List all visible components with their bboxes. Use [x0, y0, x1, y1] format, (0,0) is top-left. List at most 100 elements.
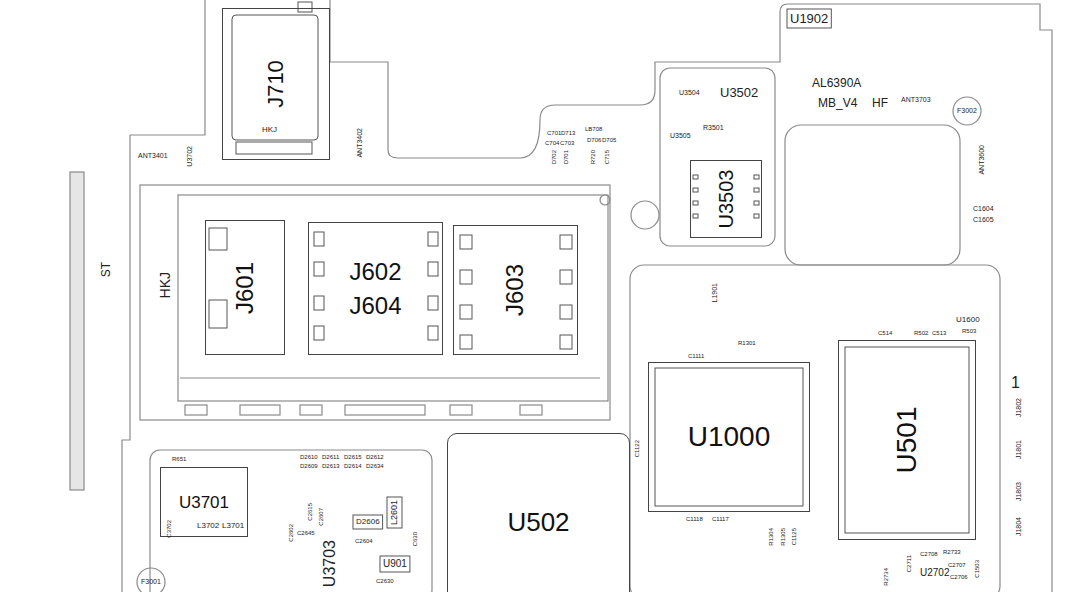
part-outline: [787, 9, 831, 28]
part-label: F3002: [957, 107, 977, 114]
part-label: C701: [547, 130, 561, 136]
part-label: D702: [551, 150, 557, 164]
part-label: ANT3703: [901, 96, 931, 103]
part-outline: [387, 497, 402, 528]
part-label: U901: [383, 559, 407, 569]
board-line: [428, 296, 438, 310]
board-line: [140, 185, 610, 420]
part-label: D2611: [322, 454, 339, 460]
part-label: R1305: [780, 528, 786, 546]
board-line: [314, 296, 324, 310]
board-line: [450, 405, 472, 415]
part-label: LB708: [585, 126, 602, 132]
component-outline: U502: [447, 433, 630, 592]
part-label: D2613: [322, 463, 340, 469]
board-line: [428, 326, 438, 340]
component-outline: U501: [838, 340, 976, 540]
part-label: D713: [561, 130, 575, 136]
board-line: [560, 270, 572, 284]
part-label: R720: [590, 150, 596, 164]
board-line: [693, 175, 698, 179]
board-line: [240, 405, 280, 415]
board-line: [180, 377, 600, 378]
board-line: [660, 68, 775, 246]
part-label: C1111: [688, 353, 704, 359]
part-outline: [353, 515, 383, 529]
part-label: C2607: [318, 508, 324, 526]
part-label: U1600: [956, 316, 980, 324]
component-outline: J710: [222, 8, 330, 160]
board-line: [560, 335, 572, 349]
board-line: [130, 0, 205, 135]
part-label: D2609: [300, 463, 318, 469]
component-outline: J601: [205, 220, 285, 355]
component-ref: J603: [503, 264, 527, 316]
board-line: [185, 405, 207, 415]
part-label: C630: [412, 532, 418, 546]
component-ref: U3503: [716, 170, 736, 229]
board-line: [693, 188, 698, 192]
part-label: ST: [100, 262, 112, 277]
part-label: C2602: [288, 524, 294, 542]
board-line: [560, 235, 572, 249]
part-label: L3702: [197, 522, 219, 530]
part-label: J1804: [1015, 517, 1022, 536]
board-line: [630, 265, 1000, 592]
part-label: C3702: [166, 520, 172, 538]
part-label: R2734: [883, 568, 889, 586]
board-line: [600, 195, 610, 205]
board-line: [754, 201, 759, 205]
component-ref: U3701: [179, 494, 229, 511]
part-label: R502: [914, 330, 928, 336]
component-ref: J601: [233, 261, 257, 313]
part-label: ANT3401: [138, 152, 168, 159]
component-outline: J603: [453, 225, 578, 355]
part-label: U1902: [790, 12, 828, 25]
part-label: R1301: [738, 340, 756, 346]
part-label: MB_V4: [818, 97, 857, 109]
board-line: [460, 270, 472, 284]
board-line: [232, 15, 318, 140]
part-label: HF: [872, 97, 888, 109]
board-line: [655, 368, 803, 506]
part-label: U3502: [720, 86, 758, 99]
board-line: [236, 142, 312, 154]
part-label: R503: [962, 328, 976, 334]
board-line: [845, 347, 969, 533]
board-line: [460, 335, 472, 349]
board-line: [314, 262, 324, 276]
component-ref: J602: [349, 260, 401, 284]
part-label: ANT3600: [978, 145, 985, 175]
board-line: [300, 405, 322, 415]
part-label: C2604: [355, 538, 373, 544]
part-label: D706: [587, 137, 601, 143]
part-label: HKJ: [158, 272, 172, 298]
board-line: [693, 214, 698, 218]
part-label: J1801: [1015, 440, 1022, 459]
part-label: C703: [560, 140, 574, 146]
part-label: C2711: [906, 555, 912, 572]
board-line: [460, 305, 472, 319]
component-ref: U502: [507, 509, 569, 535]
part-label: D2634: [366, 463, 384, 469]
part-label: C2630: [376, 578, 394, 584]
board-line: [345, 405, 425, 415]
part-label: R3501: [703, 124, 724, 131]
board-line: [560, 305, 572, 319]
part-label: 1: [1011, 375, 1020, 391]
board-line: [785, 125, 960, 265]
part-label: C715: [604, 150, 610, 164]
board-line: [150, 450, 432, 592]
part-label: U3702: [186, 146, 193, 167]
board-line: [209, 300, 227, 328]
board-line: [178, 195, 608, 401]
part-label: AL6390A: [812, 77, 861, 89]
part-label: C1503: [974, 560, 980, 578]
component-ref: J604: [349, 294, 401, 318]
part-label: L3701: [222, 522, 244, 530]
part-label: R1304: [768, 528, 774, 546]
board-line: [428, 262, 438, 276]
board-line: [754, 175, 759, 179]
part-label: D701: [563, 150, 569, 164]
part-label: D2606: [356, 518, 380, 526]
